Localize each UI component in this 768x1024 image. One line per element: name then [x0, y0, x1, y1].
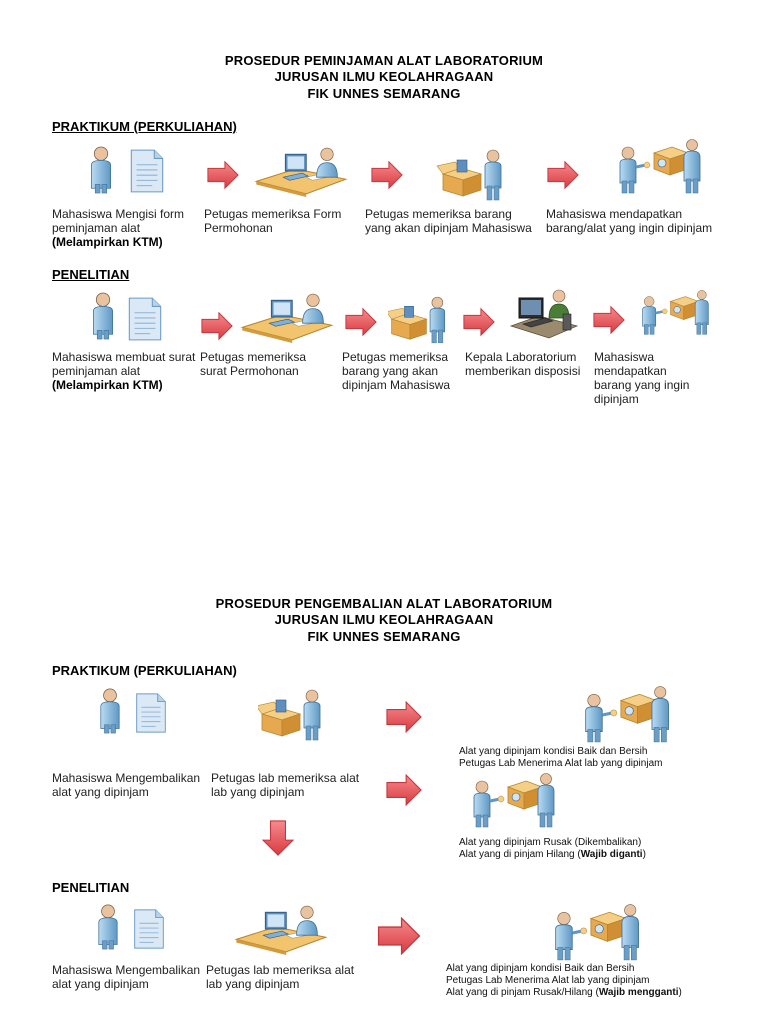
borrow-title-line-3: FIK UNNES SEMARANG	[0, 86, 768, 102]
borrow-praktikum-step-3: Petugas memeriksa barang yang akan dipin…	[365, 207, 535, 235]
handover-icon	[466, 772, 556, 830]
down-arrow-icon	[262, 818, 294, 858]
borrow-penelitian-heading: PENELITIAN	[52, 267, 129, 282]
borrow-penelitian-step-4: Kepala Laboratorium memberikan disposisi	[465, 350, 587, 378]
return-penelitian-step-1: Mahasiswa Mengembalikan alat yang dipinj…	[52, 963, 202, 991]
right-arrow-icon	[592, 305, 626, 335]
borrow-penelitian-step-2: Petugas memeriksa surat Permohonan	[200, 350, 325, 378]
right-arrow-icon	[370, 160, 404, 190]
return-praktikum-step-1: Mahasiswa Mengembalikan alat yang dipinj…	[52, 771, 202, 799]
right-arrow-icon	[344, 307, 378, 337]
borrow-title-line-1: PROSEDUR PEMINJAMAN ALAT LABORATORIUM	[0, 53, 768, 69]
document-icon	[134, 692, 168, 734]
return-praktikum-good-2: Petugas Lab Menerima Alat lab yang dipin…	[459, 758, 662, 770]
return-title-line-2: JURUSAN ILMU KEOLAHRAGAAN	[0, 612, 768, 628]
lab-head-computer-icon	[508, 288, 580, 344]
borrow-penelitian-step-5: Mahasiswa mendapatkan barang yang ingin …	[594, 350, 704, 406]
officer-box-icon	[388, 294, 452, 346]
officer-box-icon	[258, 688, 328, 742]
borrow-praktikum-step-1: Mahasiswa Mengisi form peminjaman alat(M…	[52, 207, 202, 249]
borrow-praktikum-heading: PRAKTIKUM (PERKULIAHAN)	[52, 119, 237, 134]
document-icon	[126, 296, 164, 342]
officer-box-icon	[430, 148, 518, 202]
return-title-line-3: FIK UNNES SEMARANG	[0, 629, 768, 645]
student-icon	[88, 292, 118, 340]
right-arrow-icon	[200, 311, 234, 341]
right-arrow-icon	[206, 160, 240, 190]
return-penelitian-heading: PENELITIAN	[52, 880, 129, 895]
return-penelitian-result-1: Alat yang dipinjam kondisi Baik dan Bers…	[446, 963, 634, 975]
return-praktikum-bad-2: Alat yang di pinjam Hilang (Wajib digant…	[459, 849, 646, 861]
borrow-penelitian-step-3: Petugas memeriksa barang yang akan dipin…	[342, 350, 454, 392]
return-praktikum-heading: PRAKTIKUM (PERKULIAHAN)	[52, 663, 237, 678]
student-icon	[94, 904, 122, 950]
officer-desk-icon	[232, 904, 330, 956]
right-arrow-icon	[546, 160, 580, 190]
handover-icon	[546, 904, 642, 962]
return-praktikum-bad-1: Alat yang dipinjam Rusak (Dikembalikan)	[459, 837, 641, 849]
right-arrow-icon	[462, 307, 496, 337]
handover-icon	[566, 686, 682, 744]
return-penelitian-step-2: Petugas lab memeriksa alat lab yang dipi…	[206, 963, 356, 991]
borrow-praktikum-step-2: Petugas memeriksa Form Permohonan	[204, 207, 364, 235]
document-icon	[132, 908, 166, 950]
borrow-penelitian-step-1: Mahasiswa membuat surat peminjaman alat(…	[52, 350, 202, 392]
return-title-line-1: PROSEDUR PENGEMBALIAN ALAT LABORATORIUM	[0, 596, 768, 612]
handover-icon	[612, 138, 702, 196]
right-arrow-icon	[376, 916, 422, 956]
return-penelitian-result-2: Petugas Lab Menerima Alat lab yang dipin…	[446, 975, 649, 987]
officer-desk-icon	[238, 292, 336, 344]
student-icon	[96, 688, 124, 734]
document-icon	[128, 148, 166, 194]
right-arrow-icon	[382, 701, 426, 733]
return-praktikum-step-2: Petugas lab memeriksa alat lab yang dipi…	[211, 771, 376, 799]
right-arrow-icon	[382, 774, 426, 806]
borrow-title-line-2: JURUSAN ILMU KEOLAHRAGAAN	[0, 69, 768, 85]
return-praktikum-good-1: Alat yang dipinjam kondisi Baik dan Bers…	[459, 746, 647, 758]
student-icon	[86, 146, 116, 194]
handover-icon	[636, 286, 710, 340]
borrow-praktikum-step-4: Mahasiswa mendapatkan barang/alat yang i…	[546, 207, 731, 235]
return-penelitian-result-3: Alat yang di pinjam Rusak/Hilang (Wajib …	[446, 987, 682, 999]
officer-desk-icon	[252, 146, 350, 198]
